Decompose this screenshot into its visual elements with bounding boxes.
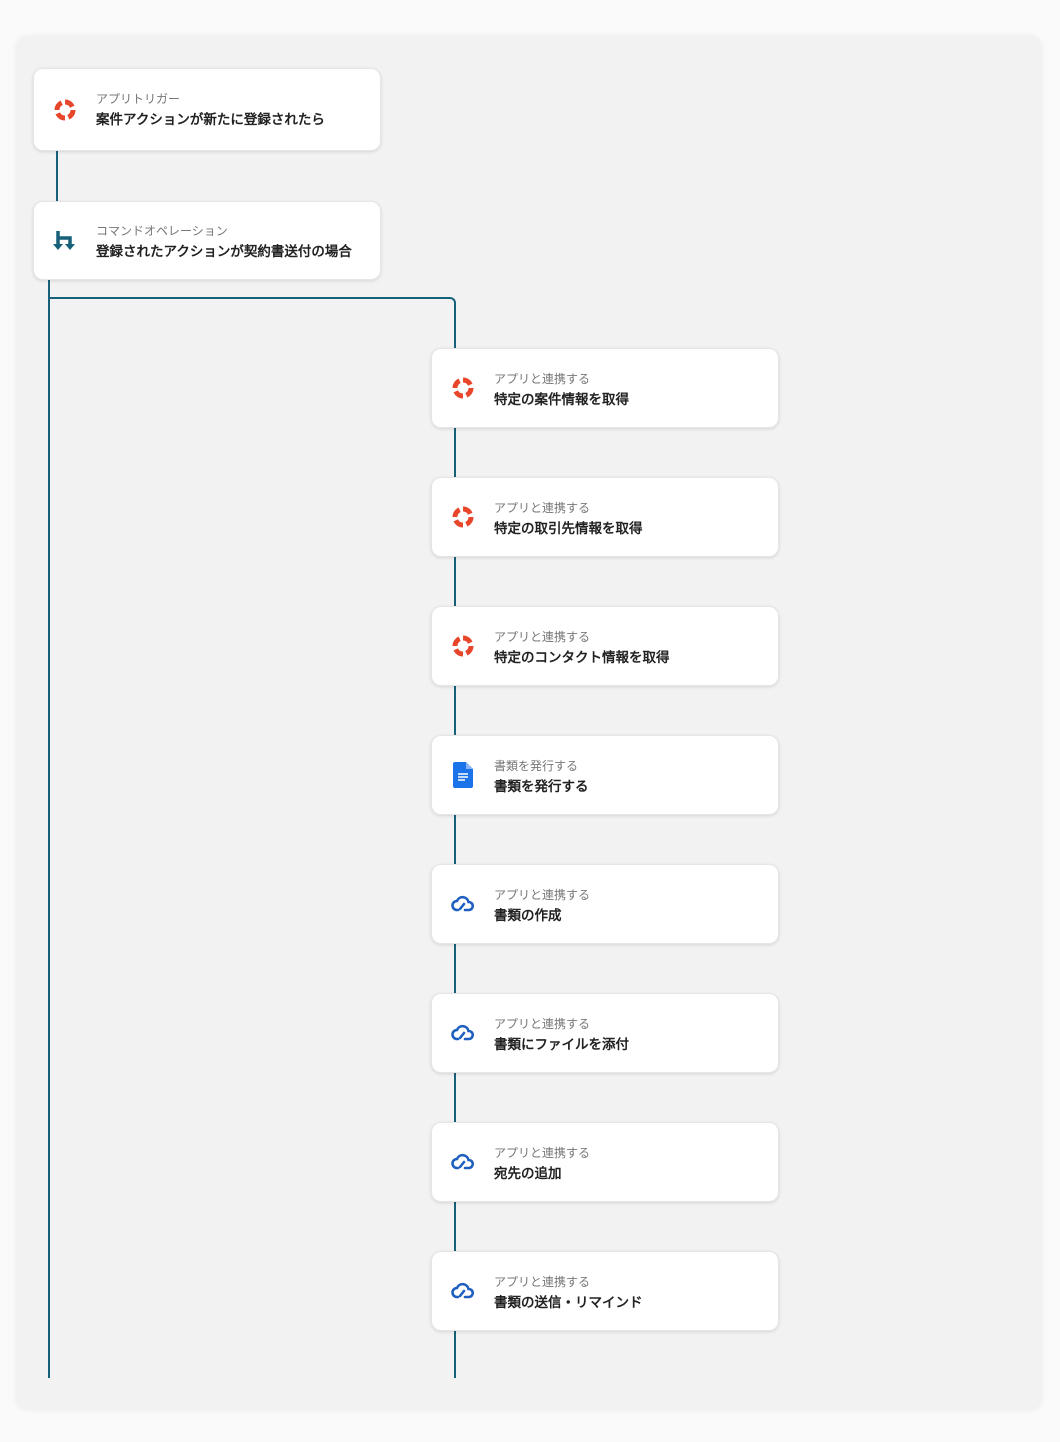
card-subtitle: アプリと連携する — [494, 1146, 591, 1160]
trigger-card[interactable]: アプリトリガー 案件アクションが新たに登録されたら — [33, 68, 381, 151]
card-title: 特定のコンタクト情報を取得 — [494, 650, 670, 666]
card-title: 書類の作成 — [494, 908, 562, 924]
card-subtitle: アプリと連携する — [494, 372, 591, 386]
card-title: 書類にファイルを添付 — [494, 1037, 629, 1053]
step-card[interactable]: 書類を発行する 書類を発行する — [431, 735, 779, 815]
card-title: 登録されたアクションが契約書送付の場合 — [96, 244, 352, 260]
cloud-sign-icon — [450, 1149, 476, 1175]
document-icon — [450, 762, 476, 788]
connector-line — [48, 280, 50, 1378]
command-card[interactable]: コマンドオペレーション 登録されたアクションが契約書送付の場合 — [33, 201, 381, 280]
step-card[interactable]: アプリと連携する 特定の案件情報を取得 — [431, 348, 779, 428]
ring-icon — [450, 504, 476, 530]
step-card[interactable]: アプリと連携する 書類にファイルを添付 — [431, 993, 779, 1073]
card-subtitle: アプリトリガー — [96, 92, 181, 106]
branch-connector — [48, 297, 456, 359]
card-subtitle: アプリと連携する — [494, 501, 591, 515]
card-subtitle: アプリと連携する — [494, 630, 591, 644]
connector-line — [454, 340, 456, 1378]
card-subtitle: 書類を発行する — [494, 759, 579, 773]
card-title: 書類を発行する — [494, 779, 589, 795]
card-subtitle: コマンドオペレーション — [96, 224, 228, 238]
card-subtitle: アプリと連携する — [494, 1017, 591, 1031]
step-card[interactable]: アプリと連携する 宛先の追加 — [431, 1122, 779, 1202]
connector-line — [56, 151, 58, 201]
cloud-sign-icon — [450, 1020, 476, 1046]
step-card[interactable]: アプリと連携する 書類の送信・リマインド — [431, 1251, 779, 1331]
card-subtitle: アプリと連携する — [494, 1275, 591, 1289]
step-card[interactable]: アプリと連携する 書類の作成 — [431, 864, 779, 944]
card-title: 宛先の追加 — [494, 1166, 562, 1182]
step-card[interactable]: アプリと連携する 特定の取引先情報を取得 — [431, 477, 779, 557]
branch-icon — [52, 228, 78, 254]
cloud-sign-icon — [450, 1278, 476, 1304]
card-subtitle: アプリと連携する — [494, 888, 591, 902]
card-title: 書類の送信・リマインド — [494, 1295, 643, 1311]
ring-icon — [450, 633, 476, 659]
card-title: 特定の案件情報を取得 — [494, 392, 629, 408]
step-card[interactable]: アプリと連携する 特定のコンタクト情報を取得 — [431, 606, 779, 686]
card-title: 特定の取引先情報を取得 — [494, 521, 643, 537]
card-title: 案件アクションが新たに登録されたら — [96, 112, 325, 128]
ring-icon — [52, 97, 78, 123]
cloud-sign-icon — [450, 891, 476, 917]
ring-icon — [450, 375, 476, 401]
